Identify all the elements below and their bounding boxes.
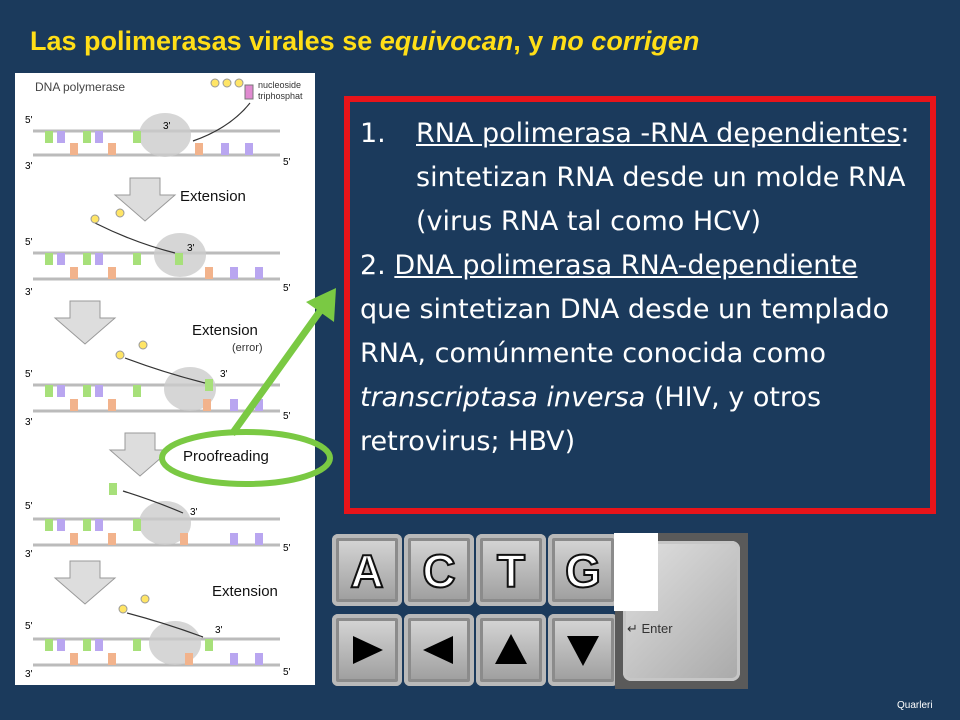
proofreading-highlight-ellipse xyxy=(159,429,333,487)
arrow-right-icon xyxy=(353,636,383,664)
item2-term: DNA polimerasa RNA-dependiente xyxy=(394,250,858,281)
svg-text:5': 5' xyxy=(283,157,291,168)
dna-strand-3: 5' 3' 3' 5' xyxy=(25,340,291,428)
key-a[interactable]: A xyxy=(332,534,402,606)
key-t[interactable]: T xyxy=(476,534,546,606)
step-label-error: (error) xyxy=(232,342,263,354)
polymerase-types-box: 1. RNA polimerasa -RNA dependientes: sin… xyxy=(344,96,936,514)
dna-strand-1: 5' 3' 3' 5' xyxy=(25,102,291,172)
dna-strand-5: 5' 3' 3' 5' xyxy=(25,594,291,680)
svg-text:3': 3' xyxy=(187,243,195,254)
slide-title: Las polimerasas virales se equivocan, y … xyxy=(30,26,700,56)
svg-text:5': 5' xyxy=(283,283,291,294)
step-label-proofreading: Proofreading xyxy=(183,448,269,465)
key-g[interactable]: G xyxy=(548,534,618,606)
svg-text:3': 3' xyxy=(190,507,198,518)
step-label-extension-2: Extension xyxy=(192,322,258,339)
svg-text:3': 3' xyxy=(163,121,171,132)
arrow-down-icon xyxy=(567,636,599,666)
arrow-left-icon xyxy=(423,636,453,664)
svg-text:3': 3' xyxy=(220,369,228,380)
svg-text:5': 5' xyxy=(25,115,33,126)
key-c[interactable]: C xyxy=(404,534,474,606)
green-arrow-head-icon xyxy=(306,288,336,322)
author-credit: Quarleri xyxy=(897,700,933,711)
dna-strand-2: 5' 3' 3' 5' xyxy=(25,208,291,298)
arrow-up-icon xyxy=(495,634,527,664)
svg-text:5': 5' xyxy=(283,543,291,554)
item1-term: RNA polimerasa -RNA dependientes xyxy=(416,118,901,149)
svg-text:5': 5' xyxy=(25,237,33,248)
svg-text:3': 3' xyxy=(25,549,33,560)
key-left[interactable] xyxy=(404,614,474,686)
enter-key-label: ↵ Enter xyxy=(627,621,673,636)
enter-key[interactable]: ↵ Enter xyxy=(614,533,748,689)
svg-text:5': 5' xyxy=(283,667,291,678)
dna-polymerase-figure: DNA polymerase nucleoside triphosphat 5'… xyxy=(15,73,315,685)
svg-text:3': 3' xyxy=(215,625,223,636)
figure-heading: DNA polymerase xyxy=(35,80,125,94)
dna-strand-4: 5' 3' 3' 5' xyxy=(25,483,291,560)
list-item-2: 2. DNA polimerasa RNA-dependiente que si… xyxy=(360,250,890,457)
list-item-1: 1. RNA polimerasa -RNA dependientes: sin… xyxy=(360,118,910,237)
svg-text:5': 5' xyxy=(25,369,33,380)
svg-text:triphosphat: triphosphat xyxy=(258,91,303,101)
svg-text:5': 5' xyxy=(25,621,33,632)
svg-text:3': 3' xyxy=(25,161,33,172)
key-up[interactable] xyxy=(476,614,546,686)
svg-text:3': 3' xyxy=(25,287,33,298)
svg-text:5': 5' xyxy=(283,411,291,422)
svg-text:3': 3' xyxy=(25,417,33,428)
step-label-extension-3: Extension xyxy=(212,583,278,600)
green-arrow-line xyxy=(229,297,331,437)
svg-text:5': 5' xyxy=(25,501,33,512)
key-right[interactable] xyxy=(332,614,402,686)
step-label-extension-1: Extension xyxy=(180,188,246,205)
svg-text:3': 3' xyxy=(25,669,33,680)
key-down[interactable] xyxy=(548,614,618,686)
svg-text:nucleoside: nucleoside xyxy=(258,80,301,90)
